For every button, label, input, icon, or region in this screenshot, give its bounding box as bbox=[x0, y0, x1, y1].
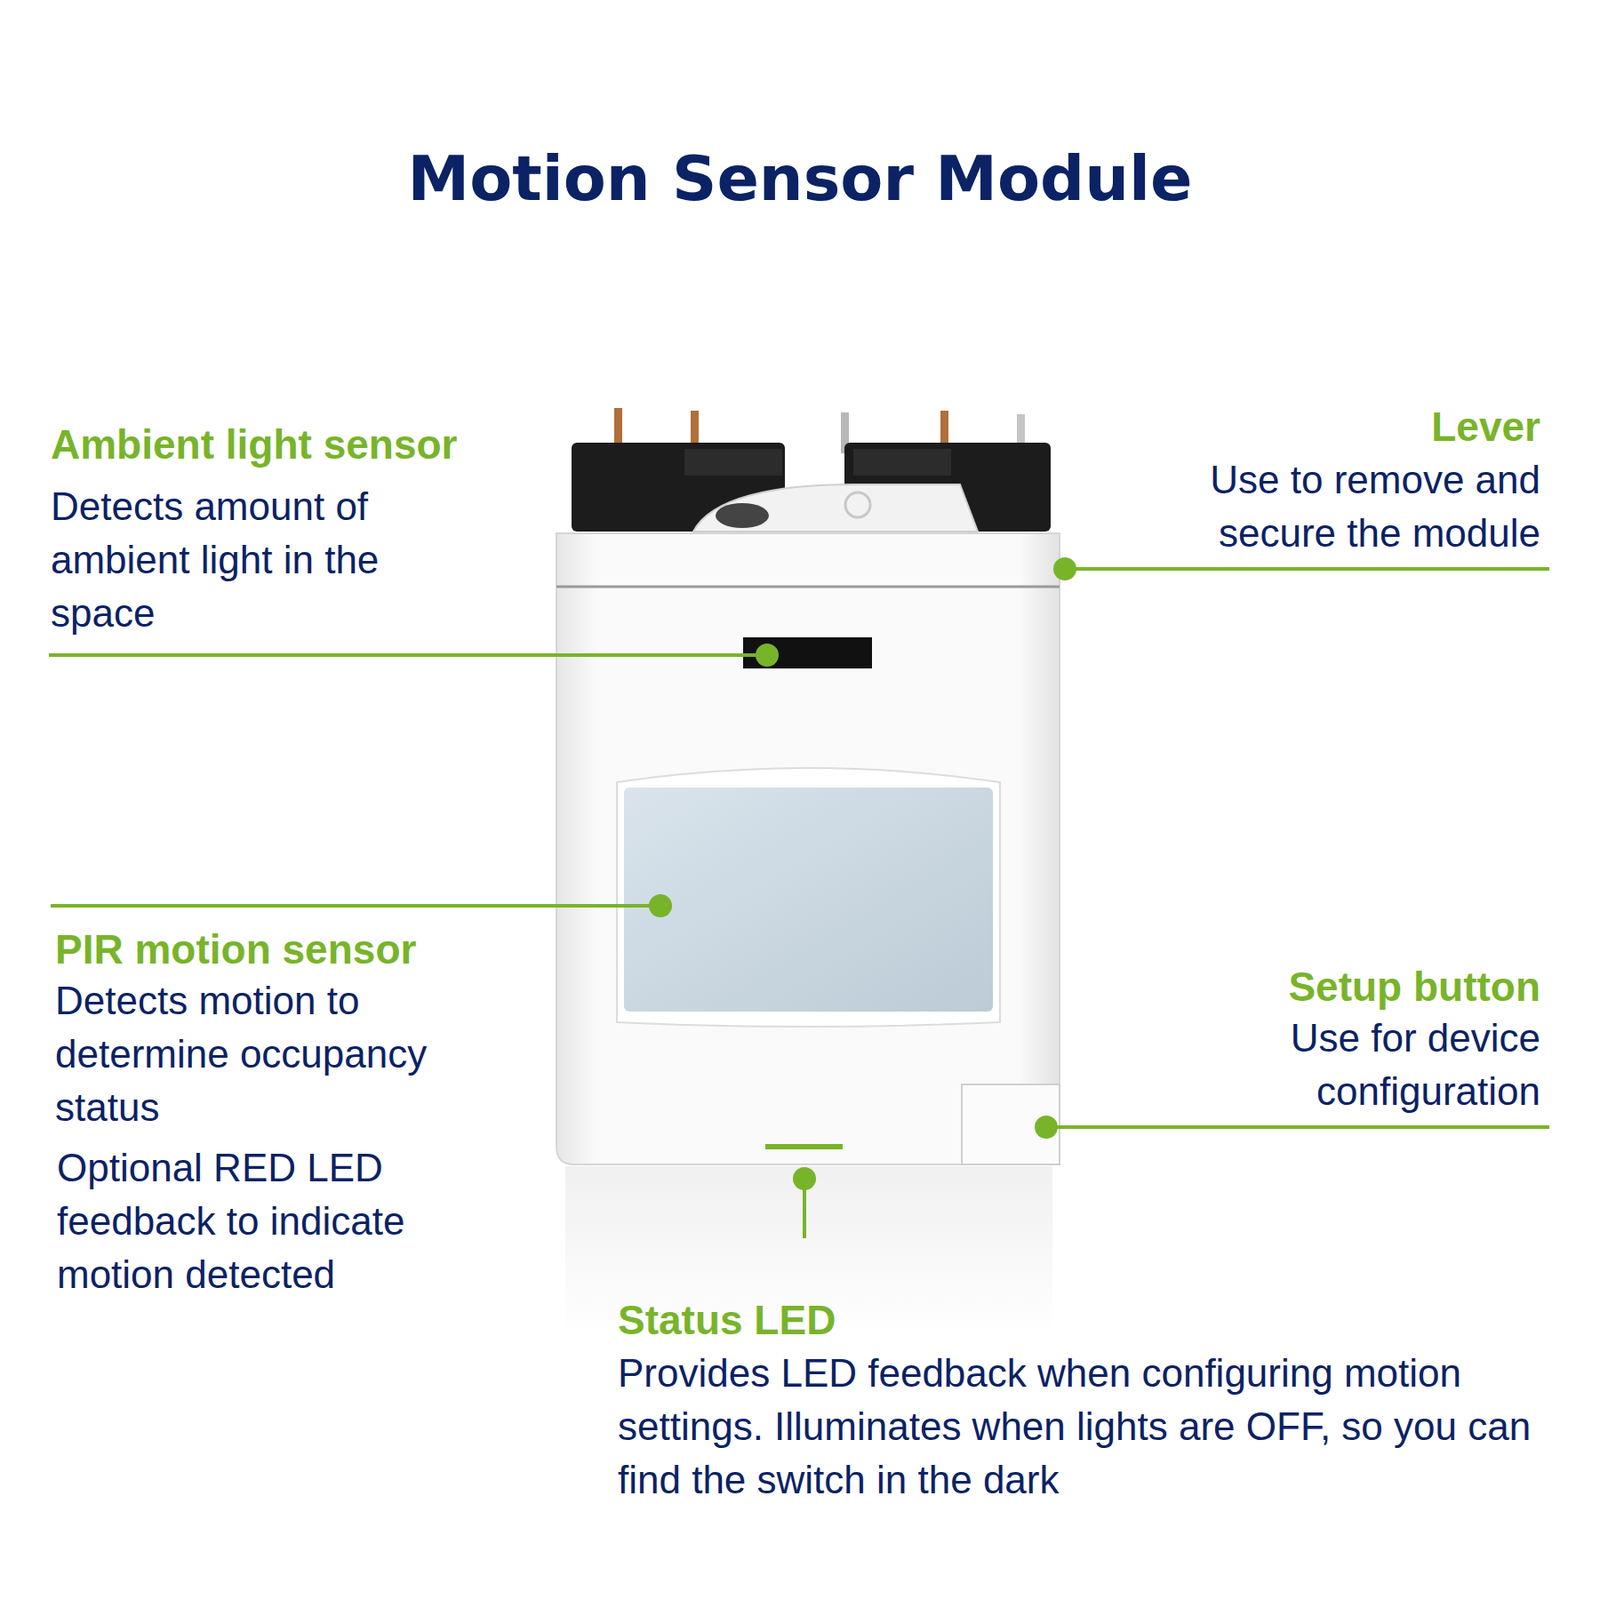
leader-line bbox=[48, 653, 768, 657]
status-led-mark bbox=[765, 1144, 843, 1150]
connector-housing bbox=[571, 442, 1051, 532]
callout-heading: PIR motion sensor bbox=[55, 922, 416, 976]
lever bbox=[693, 484, 978, 532]
leader-dots bbox=[648, 557, 1077, 1191]
callout-text: Use to remove and secure the module bbox=[1149, 453, 1541, 560]
leader-dot bbox=[648, 894, 672, 918]
lens-frame bbox=[616, 768, 1000, 1027]
leader-dot bbox=[755, 643, 779, 667]
callout-text: Provides LED feedback when configuring m… bbox=[617, 1346, 1552, 1507]
ambient-sensor-window bbox=[743, 637, 872, 669]
leader-line bbox=[1046, 1125, 1550, 1129]
module-body bbox=[556, 533, 1060, 1165]
pir-lens bbox=[624, 787, 993, 1012]
setup-button bbox=[961, 1084, 1060, 1165]
leader-dot bbox=[1034, 1115, 1058, 1139]
leader-line bbox=[1064, 567, 1550, 571]
callout-text: Detects motion to determine occupancy st… bbox=[55, 974, 482, 1135]
callout-text: Optional RED LED feedback to indicate mo… bbox=[56, 1141, 484, 1302]
leader-dot bbox=[1053, 557, 1077, 581]
ul-mark bbox=[845, 492, 871, 518]
callout-heading: Ambient light sensor bbox=[50, 417, 457, 472]
leader-dot bbox=[792, 1167, 816, 1191]
leader-lines bbox=[48, 568, 1550, 1239]
callout-text: Use for device configuration bbox=[1184, 1011, 1541, 1119]
callout-text: Detects amount of ambient light in the s… bbox=[50, 480, 380, 640]
lever-hole bbox=[715, 503, 769, 528]
callout-heading: Setup button bbox=[1288, 960, 1541, 1014]
diagram-title: Motion Sensor Module bbox=[0, 142, 1600, 216]
seam-line bbox=[556, 585, 1060, 589]
callout-heading: Lever bbox=[1431, 400, 1541, 454]
leader-line bbox=[50, 904, 661, 908]
callout-heading: Status LED bbox=[617, 1293, 836, 1347]
